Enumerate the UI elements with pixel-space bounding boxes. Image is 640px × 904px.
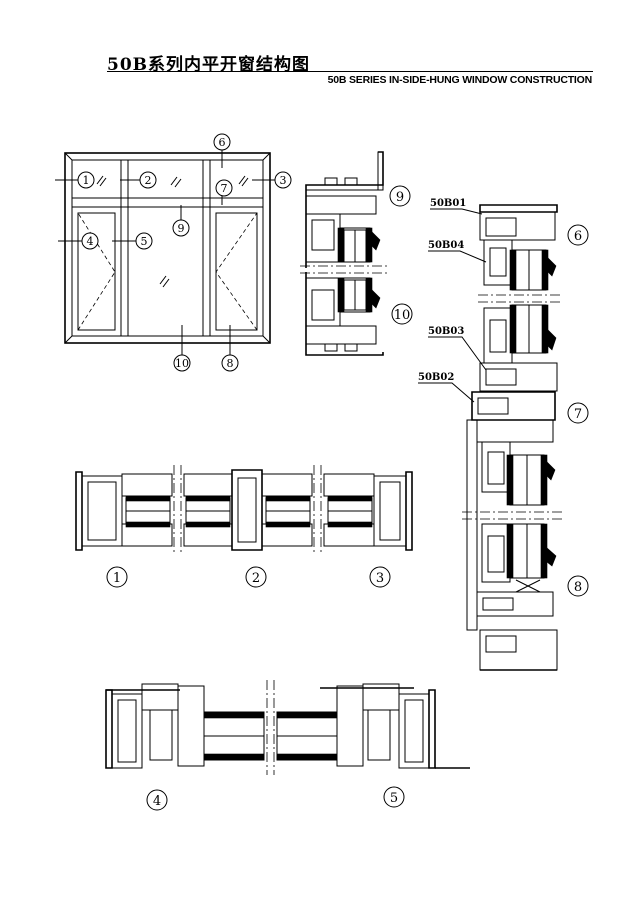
elevation-callout-4: 4: [81, 232, 99, 250]
svg-text:2: 2: [145, 174, 152, 187]
mullion-left: [120, 159, 129, 337]
inner-frame: [71, 159, 264, 337]
mullion-right: [202, 159, 211, 337]
part-label-50B04: 50B04: [428, 240, 464, 251]
svg-text:9: 9: [396, 190, 404, 205]
svg-text:5: 5: [141, 235, 148, 248]
profile-50B01: [479, 211, 556, 241]
section-callout-6: 6: [567, 224, 589, 246]
elevation-callout-10: 10: [173, 354, 191, 372]
svg-text:10: 10: [175, 357, 189, 370]
section-callout-5: 5: [383, 786, 405, 808]
svg-text:1: 1: [113, 571, 121, 586]
section-callout-1: 1: [106, 566, 128, 588]
elevation-callout-8: 8: [221, 354, 239, 372]
section-1-2-3: 1 2 3: [75, 465, 413, 588]
profile-50B04: [483, 239, 513, 286]
section-callout-2: 2: [245, 566, 267, 588]
part-label-50B03: 50B03: [428, 326, 464, 337]
elevation-callout-6: 6: [213, 133, 231, 151]
part-label-50B02: 50B02: [418, 372, 454, 383]
svg-text:3: 3: [376, 571, 384, 586]
section-6-7-8: 50B01 50B04 50B03 50B02 6 7 8: [418, 198, 589, 671]
window-elevation: 1 2 3 4 5 6 7 8 9 10: [55, 133, 292, 372]
section-callout-3: 3: [369, 566, 391, 588]
section-callout-10: 10: [391, 303, 413, 325]
section-9-10: 9 10: [300, 151, 413, 356]
section-callout-7: 7: [567, 402, 589, 424]
svg-text:9: 9: [178, 222, 185, 235]
svg-text:6: 6: [574, 229, 582, 244]
section-4-5: 4 5: [105, 680, 470, 811]
elevation-callout-7: 7: [215, 179, 233, 197]
svg-text:7: 7: [221, 182, 228, 195]
left-sash-opening-line: [77, 212, 116, 331]
elevation-callout-3: 3: [274, 171, 292, 189]
svg-text:4: 4: [153, 794, 161, 809]
page-title-cn: 50B系列内平开窗结构图: [107, 55, 311, 75]
svg-text:4: 4: [87, 235, 94, 248]
svg-text:8: 8: [574, 580, 582, 595]
section-callout-4: 4: [146, 789, 168, 811]
elevation-callout-9: 9: [172, 219, 190, 237]
elevation-callout-1: 1: [77, 171, 95, 189]
svg-text:8: 8: [227, 357, 234, 370]
right-sash: [209, 206, 264, 337]
page-title-en: 50B SERIES IN-SIDE-HUNG WINDOW CONSTRUCT…: [327, 74, 593, 86]
svg-text:1: 1: [83, 174, 90, 187]
svg-text:5: 5: [390, 791, 398, 806]
profile-50B03: [483, 307, 513, 364]
section-callout-8: 8: [567, 575, 589, 597]
left-sash: [71, 206, 122, 337]
right-sash-opening-line: [215, 212, 258, 331]
svg-text:6: 6: [219, 136, 226, 149]
elevation-callout-2: 2: [139, 171, 157, 189]
transom: [71, 197, 264, 208]
svg-text:10: 10: [394, 308, 411, 323]
svg-text:3: 3: [280, 174, 287, 187]
svg-text:7: 7: [574, 407, 582, 422]
part-label-50B01: 50B01: [430, 198, 466, 209]
elevation-callout-5: 5: [135, 232, 153, 250]
title-rule: [107, 71, 593, 72]
svg-text:2: 2: [252, 571, 260, 586]
section-callout-9: 9: [389, 185, 411, 207]
outer-frame: [64, 152, 271, 344]
profile-50B02: [471, 391, 556, 421]
